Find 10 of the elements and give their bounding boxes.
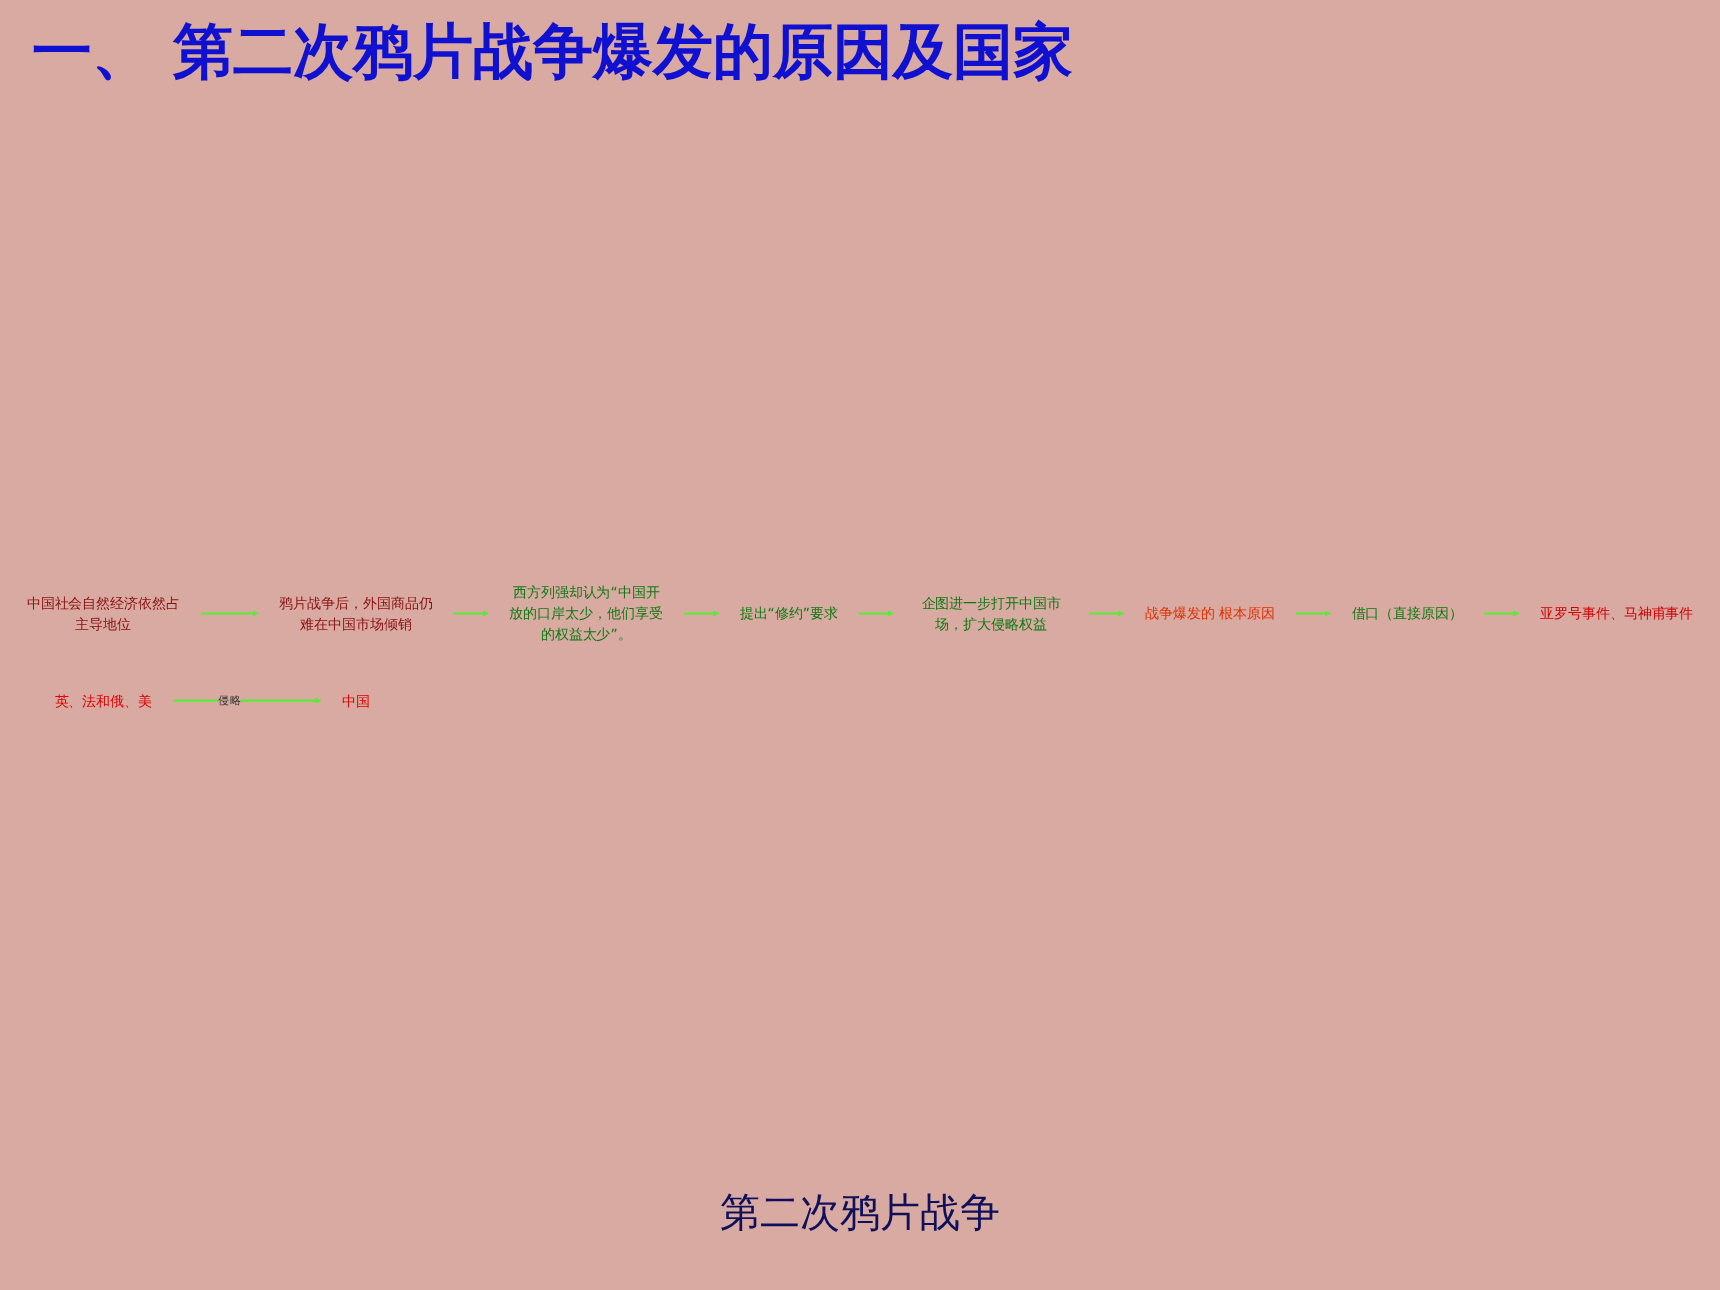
arrow: [1088, 609, 1125, 616]
slide-title: 一、 第二次鸦片战争爆发的原因及国家: [30, 16, 1075, 92]
arrow: [858, 609, 894, 616]
arrow: [683, 609, 719, 616]
arrow: [1484, 609, 1520, 616]
arrow: [453, 609, 489, 616]
arrow: [173, 697, 322, 704]
arrow: [201, 609, 259, 616]
arrow: [1295, 609, 1331, 616]
note-text: 第二次鸦片战争: [718, 1186, 1002, 1240]
